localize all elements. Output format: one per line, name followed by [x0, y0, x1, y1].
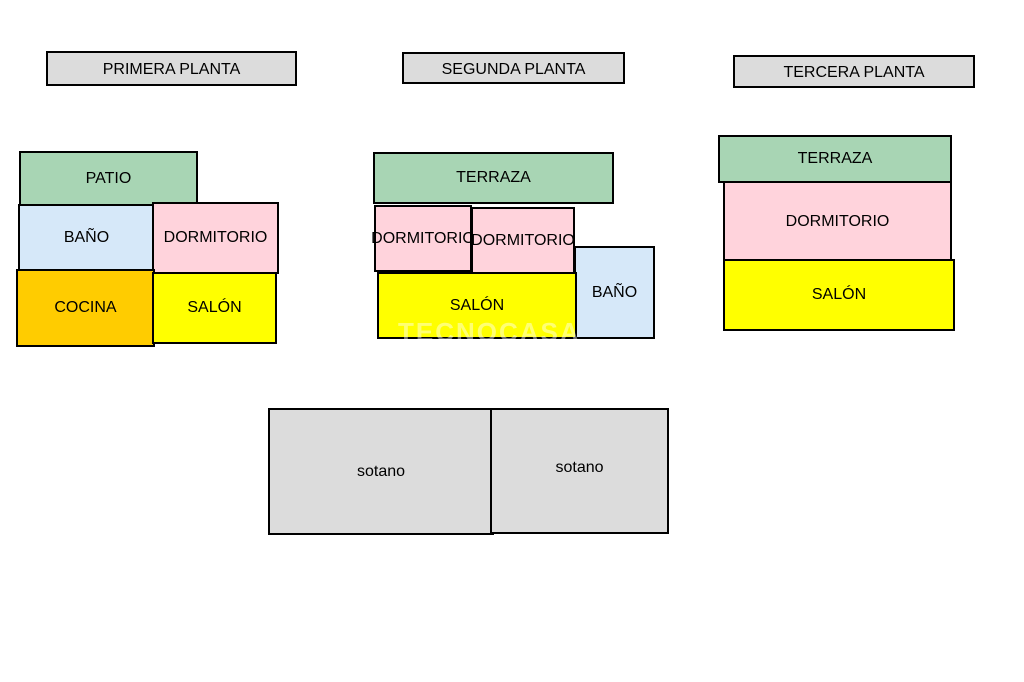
tercera-planta-header: TERCERA PLANTA: [733, 55, 975, 88]
room-salon: SALÓN: [377, 272, 577, 339]
room-salon: SALÓN: [723, 259, 955, 331]
room-sotano-2: sotano: [490, 408, 669, 534]
segunda-planta-header: SEGUNDA PLANTA: [402, 52, 625, 84]
room-bano: BAÑO: [574, 246, 655, 339]
room-patio: PATIO: [19, 151, 198, 206]
room-dormitorio: DORMITORIO: [723, 181, 952, 262]
room-terraza: TERRAZA: [718, 135, 952, 183]
watermark: TECNOCASA: [398, 317, 581, 347]
room-dormitorio-1: DORMITORIO: [371, 205, 475, 272]
room-dormitorio-2: DORMITORIO: [471, 207, 575, 274]
room-cocina: COCINA: [16, 269, 155, 347]
room-bano: BAÑO: [18, 204, 155, 271]
primera-planta-header: PRIMERA PLANTA: [46, 51, 297, 86]
room-terraza: TERRAZA: [373, 152, 614, 204]
room-salon: SALÓN: [152, 272, 277, 344]
room-dormitorio: DORMITORIO: [152, 202, 279, 274]
room-sotano-1: sotano: [268, 408, 494, 535]
